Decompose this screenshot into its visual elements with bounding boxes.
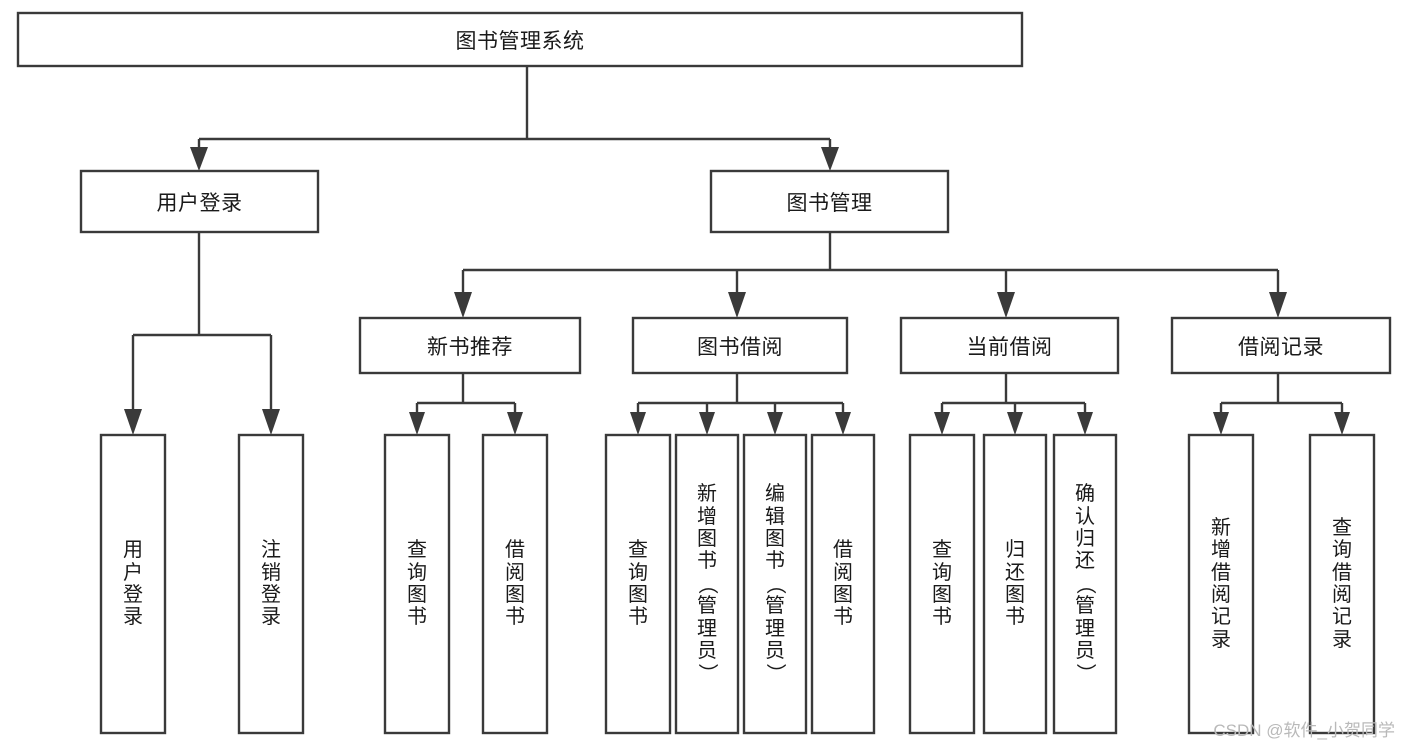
node-book-borrow[interactable]: [631, 316, 849, 375]
arrow-head-leaf-borrow-book-1: [507, 412, 523, 435]
node-root[interactable]: [16, 11, 1024, 68]
arrow-head-book-manage: [821, 147, 839, 171]
arrow-head-user-login: [190, 147, 208, 171]
arrow-head-book-borrow: [728, 292, 746, 318]
node-leaf-query-book-3[interactable]: [908, 433, 976, 735]
arrow-head-leaf-query-book-2: [630, 412, 646, 435]
node-leaf-edit-book[interactable]: [742, 433, 808, 735]
node-leaf-borrow-book-2[interactable]: [810, 433, 876, 735]
node-borrow-record[interactable]: [1170, 316, 1392, 375]
arrow-head-leaf-user-login: [124, 409, 142, 435]
node-book-manage[interactable]: [709, 169, 950, 234]
arrow-head-leaf-query-record: [1334, 412, 1350, 435]
node-leaf-query-book-1[interactable]: [383, 433, 451, 735]
node-leaf-add-record[interactable]: [1187, 433, 1255, 735]
arrow-head-leaf-add-record: [1213, 412, 1229, 435]
node-leaf-borrow-book-1[interactable]: [481, 433, 549, 735]
node-new-book-rec[interactable]: [358, 316, 582, 375]
arrow-head-leaf-borrow-book-2: [835, 412, 851, 435]
arrow-head-leaf-logout: [262, 409, 280, 435]
arrow-head-new-book-rec: [454, 292, 472, 318]
connectors-group: [124, 66, 1350, 435]
arrow-head-leaf-query-book-1: [409, 412, 425, 435]
node-current-borrow[interactable]: [899, 316, 1120, 375]
arrow-head-leaf-confirm-return: [1077, 412, 1093, 435]
arrow-head-leaf-query-book-3: [934, 412, 950, 435]
arrow-head-current-borrow: [997, 292, 1015, 318]
arrow-head-leaf-add-book: [699, 412, 715, 435]
node-leaf-return-book[interactable]: [982, 433, 1048, 735]
arrow-head-leaf-edit-book: [767, 412, 783, 435]
boxes-group: [16, 11, 1392, 735]
node-leaf-confirm-return[interactable]: [1052, 433, 1118, 735]
arrow-head-leaf-return-book: [1007, 412, 1023, 435]
node-leaf-user-login[interactable]: [99, 433, 167, 735]
node-user-login[interactable]: [79, 169, 320, 234]
node-leaf-add-book[interactable]: [674, 433, 740, 735]
node-leaf-query-record[interactable]: [1308, 433, 1376, 735]
node-leaf-query-book-2[interactable]: [604, 433, 672, 735]
arrow-head-borrow-record: [1269, 292, 1287, 318]
node-leaf-logout[interactable]: [237, 433, 305, 735]
